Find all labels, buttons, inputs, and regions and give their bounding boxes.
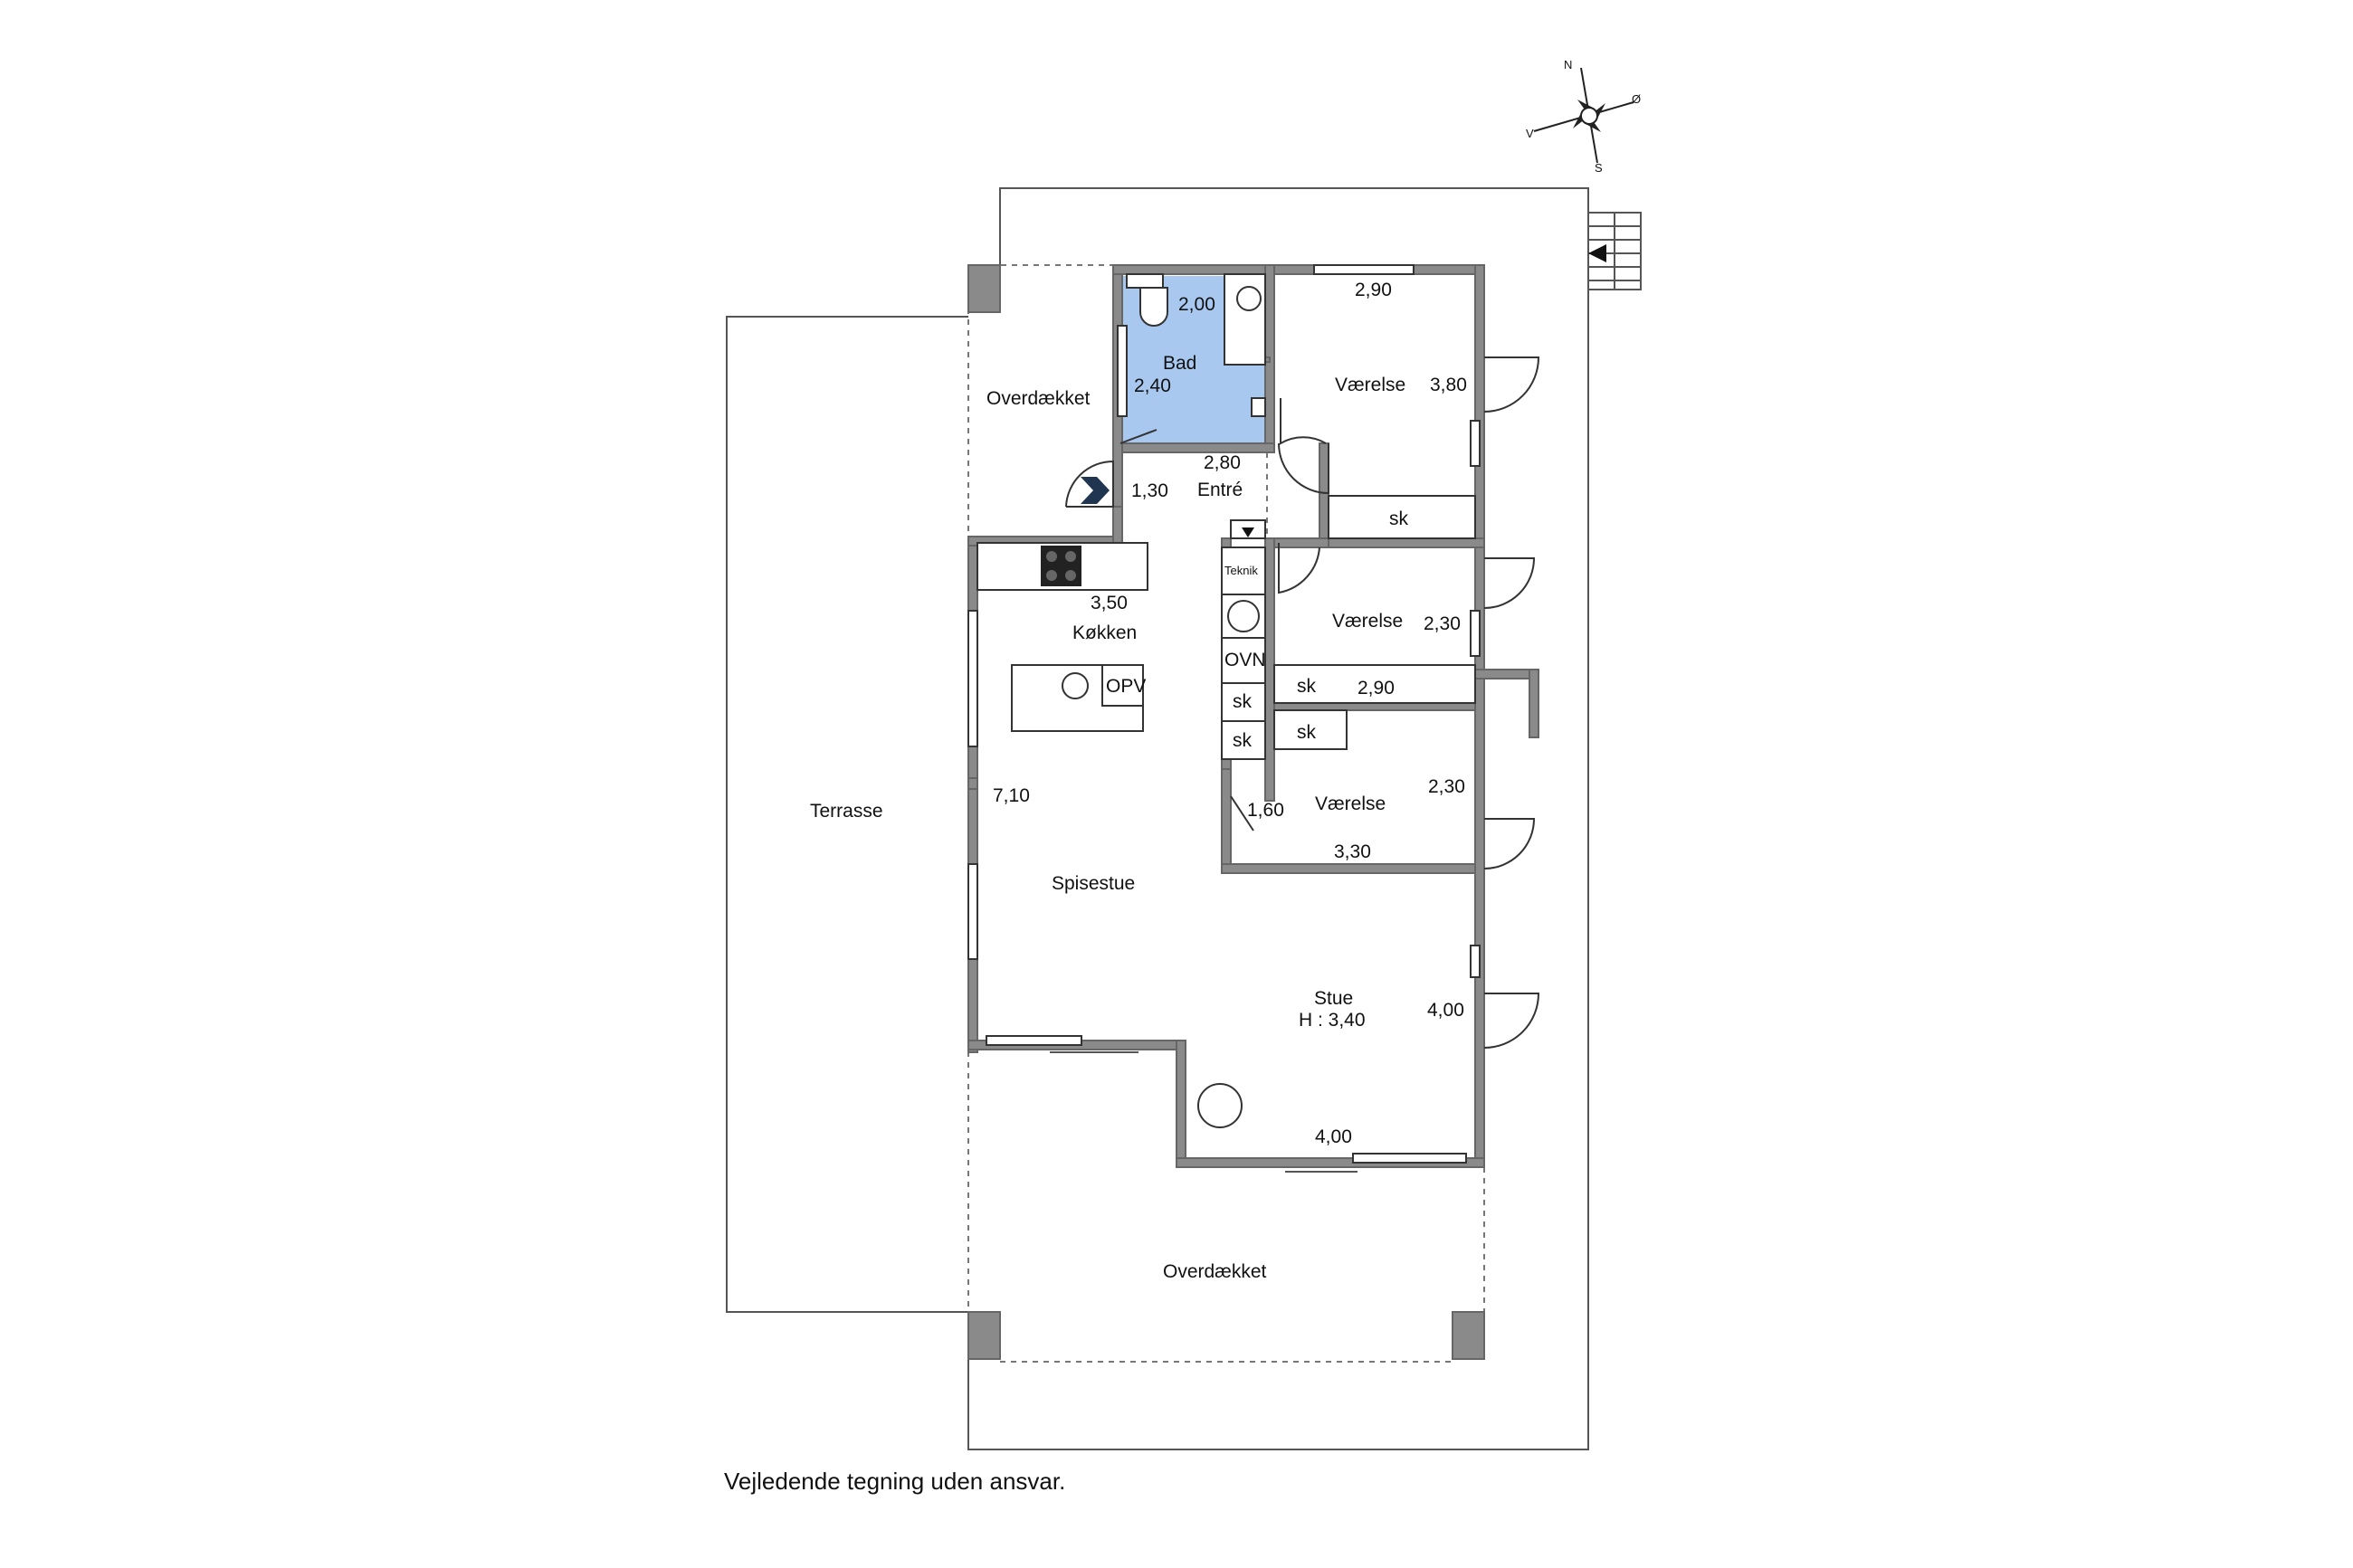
label-vaerelse3: Værelse — [1315, 794, 1386, 814]
label-vaerelse2: Værelse — [1332, 611, 1403, 632]
closets — [1273, 495, 1476, 750]
dim-vaerelse3-3: 1,60 — [1247, 800, 1284, 821]
dim-vaerelse3-1: 2,30 — [1428, 776, 1465, 797]
compass-n: N — [1564, 58, 1572, 71]
post — [1452, 1311, 1485, 1360]
dim-bad-2: 2,40 — [1134, 375, 1171, 396]
compass-o: Ø — [1632, 92, 1641, 106]
label-stue: Stue — [1314, 988, 1353, 1009]
dim-spisestue: 7,10 — [993, 785, 1030, 806]
closet-vaerelse3: sk — [1297, 722, 1317, 743]
dim-vaerelse1-1: 2,90 — [1355, 280, 1392, 300]
post — [967, 264, 1001, 313]
dim-bad-1: 2,00 — [1178, 294, 1215, 315]
closet-vaerelse1: sk — [1389, 508, 1409, 529]
dim-vaerelse1-2: 3,80 — [1430, 375, 1467, 395]
dim-vaerelse2-2: 2,90 — [1358, 678, 1395, 698]
label-overdaekket-bottom: Overdækket — [1163, 1261, 1267, 1282]
stue-height: H : 3,40 — [1299, 1010, 1366, 1031]
technical-column — [1221, 519, 1266, 760]
label-overdaekket-top: Overdækket — [986, 388, 1091, 409]
label-teknik: Teknik — [1224, 564, 1258, 577]
post — [967, 1311, 1001, 1360]
dim-vaerelse3-2: 3,30 — [1334, 841, 1371, 862]
closet-vaerelse2: sk — [1297, 676, 1317, 697]
windows — [967, 264, 1481, 1173]
label-terrasse: Terrasse — [810, 801, 883, 822]
dim-entre-1: 2,80 — [1204, 452, 1241, 473]
dim-koekken: 3,50 — [1091, 593, 1128, 613]
dim-vaerelse2-1: 2,30 — [1424, 613, 1461, 634]
disclaimer-text: Vejledende tegning uden ansvar. — [724, 1468, 1066, 1495]
label-ovn: OVN — [1224, 650, 1266, 670]
outdoor-stair — [1587, 212, 1642, 290]
compass-v: V — [1526, 127, 1534, 140]
label-vaerelse1: Værelse — [1335, 375, 1405, 395]
entry-arrow-icon — [1081, 477, 1110, 504]
label-koekken: Køkken — [1072, 622, 1137, 643]
kitchen-fixtures — [967, 542, 1148, 790]
doors — [1065, 356, 1540, 1049]
bathroom-fixtures — [1126, 273, 1266, 417]
label-entre: Entré — [1197, 480, 1243, 500]
dim-stue-2: 4,00 — [1315, 1126, 1352, 1147]
closet-teknik-1: sk — [1233, 691, 1253, 712]
dim-stue-1: 4,00 — [1427, 1000, 1464, 1021]
label-bad: Bad — [1163, 353, 1196, 374]
appliance-opv: OPV — [1106, 676, 1146, 697]
dim-entre-2: 1,30 — [1131, 480, 1168, 501]
stove-icon — [1197, 1083, 1243, 1128]
label-spisestue: Spisestue — [1052, 873, 1135, 894]
compass-s: S — [1595, 161, 1603, 175]
closet-teknik-2: sk — [1233, 730, 1253, 751]
compass-icon: N S V Ø — [1526, 58, 1641, 175]
